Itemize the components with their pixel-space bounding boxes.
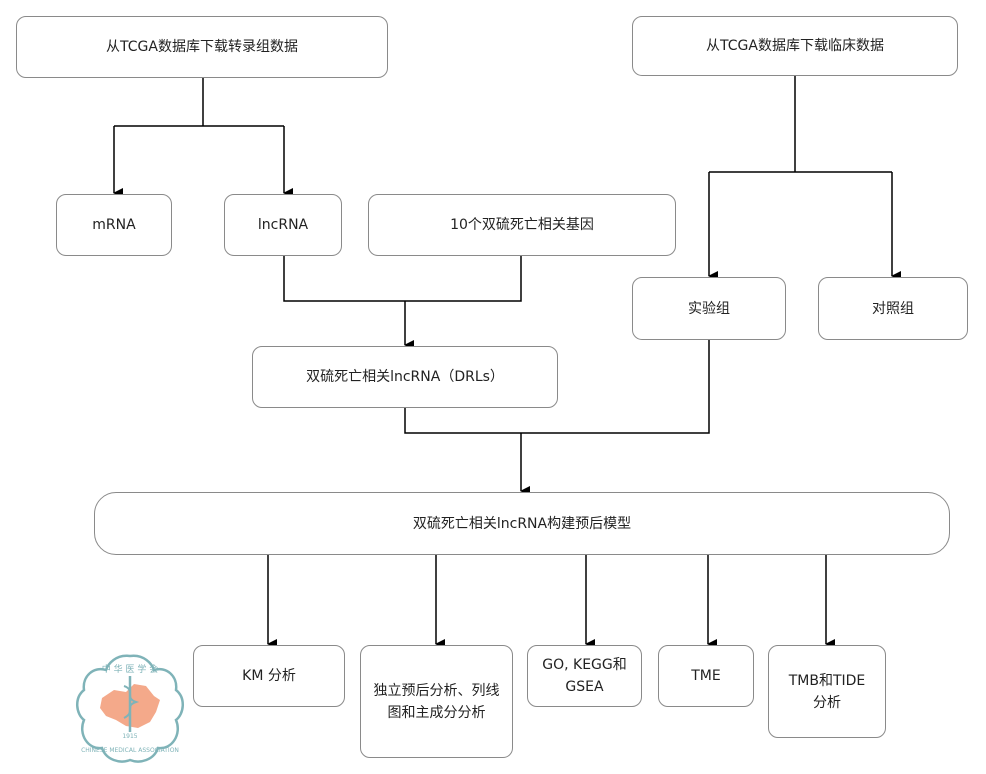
connector-drls-exp (404, 340, 710, 434)
node-tme: TME (658, 645, 754, 707)
node-transcriptome: 从TCGA数据库下载转录组数据 (16, 16, 388, 78)
node-mrna: mRNA (56, 194, 172, 256)
chinese-medical-association-logo: 中 华 医 学 会 1915 CHINESE MEDICAL ASSOCIATI… (76, 654, 184, 763)
node-control: 对照组 (818, 277, 968, 340)
node-model: 双硫死亡相关lncRNA构建预后模型 (94, 492, 950, 555)
node-tmb: TMB和TIDE分析 (768, 645, 886, 738)
node-km: KM 分析 (193, 645, 345, 707)
node-clinical: 从TCGA数据库下载临床数据 (632, 16, 958, 76)
node-genes: 10个双硫死亡相关基因 (368, 194, 676, 256)
svg-text:1915: 1915 (122, 733, 137, 740)
node-lncrna: lncRNA (224, 194, 342, 256)
node-enrichment: GO, KEGG和GSEA (527, 645, 642, 707)
node-independent: 独立预后分析、列线图和主成分分析 (360, 645, 513, 758)
node-drls: 双硫死亡相关lncRNA（DRLs） (252, 346, 558, 408)
node-experimental: 实验组 (632, 277, 786, 340)
connector-clinical (709, 76, 892, 173)
svg-text:中 华 医 学 会: 中 华 医 学 会 (102, 663, 158, 675)
svg-text:CHINESE MEDICAL ASSOCIATION: CHINESE MEDICAL ASSOCIATION (81, 747, 179, 754)
connector-transcriptome (114, 78, 284, 127)
connector-lnc-genes (283, 256, 522, 302)
